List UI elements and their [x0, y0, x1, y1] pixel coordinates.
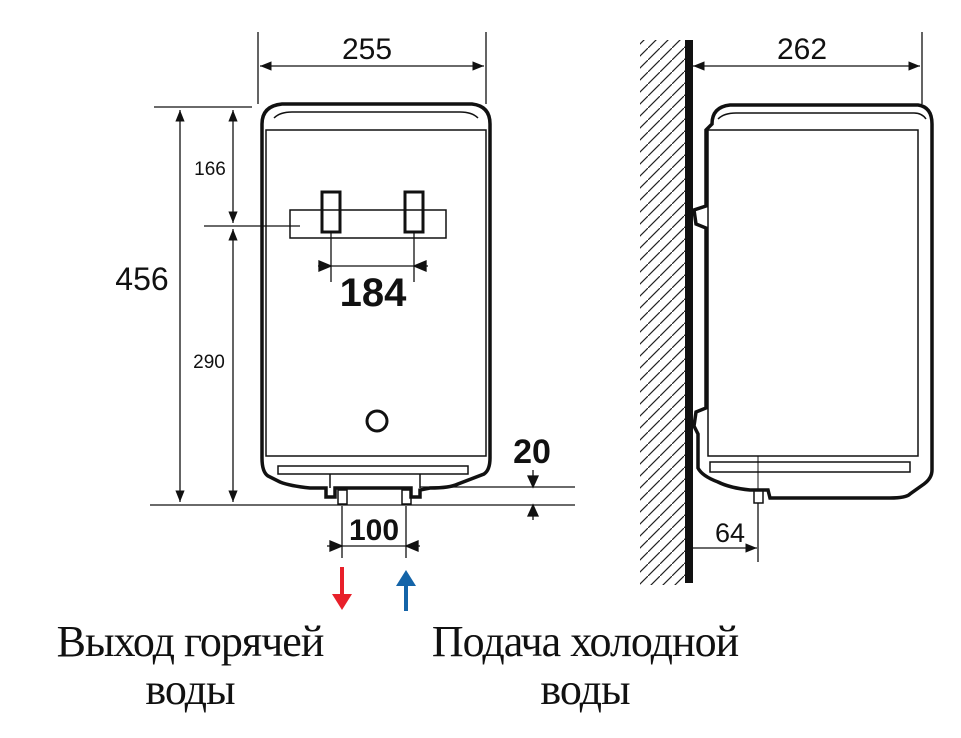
bottom-vent-side — [709, 461, 911, 473]
mount-slot-right — [403, 190, 425, 234]
side-dimension-lines — [692, 32, 923, 562]
dim-wall-to-pipe: 64 — [715, 518, 745, 548]
tank-body-side — [692, 103, 934, 500]
dim-top-to-mount: 166 — [194, 159, 226, 180]
mount-slot-left — [320, 190, 342, 234]
control-knob — [365, 409, 389, 433]
hot-water-label-line1: Выход горячей — [56, 617, 325, 666]
tank-panel-front — [265, 129, 487, 457]
hot-water-pipe — [337, 489, 348, 505]
wall-hatching — [640, 40, 686, 585]
cold-water-arrow — [396, 570, 416, 611]
dim-width-front: 255 — [342, 33, 392, 66]
dim-mount-spacing: 184 — [340, 271, 407, 315]
hot-water-outlet-label: Выход горячей воды — [20, 620, 360, 712]
dim-total-height: 456 — [115, 261, 168, 297]
bottom-vent-front — [277, 465, 469, 475]
dim-width-side: 262 — [777, 33, 827, 66]
dim-pipe-spacing: 100 — [349, 514, 399, 547]
front-dimension-lines — [150, 32, 575, 558]
cold-water-pipe — [401, 489, 412, 505]
cold-water-label-line2: воды — [540, 665, 630, 714]
side-pipe — [753, 489, 764, 504]
hot-water-label-line2: воды — [145, 665, 235, 714]
dim-pipe-length: 20 — [513, 433, 551, 471]
cold-water-label-line1: Подача холодной — [431, 617, 739, 666]
side-view — [640, 40, 934, 585]
cold-water-inlet-label: Подача холодной воды — [395, 620, 775, 712]
mounting-bar — [289, 209, 447, 239]
hot-water-arrow — [332, 567, 352, 610]
tank-panel-side — [707, 129, 919, 457]
flow-arrows — [332, 567, 416, 611]
dim-mount-to-bottom: 290 — [193, 352, 225, 373]
